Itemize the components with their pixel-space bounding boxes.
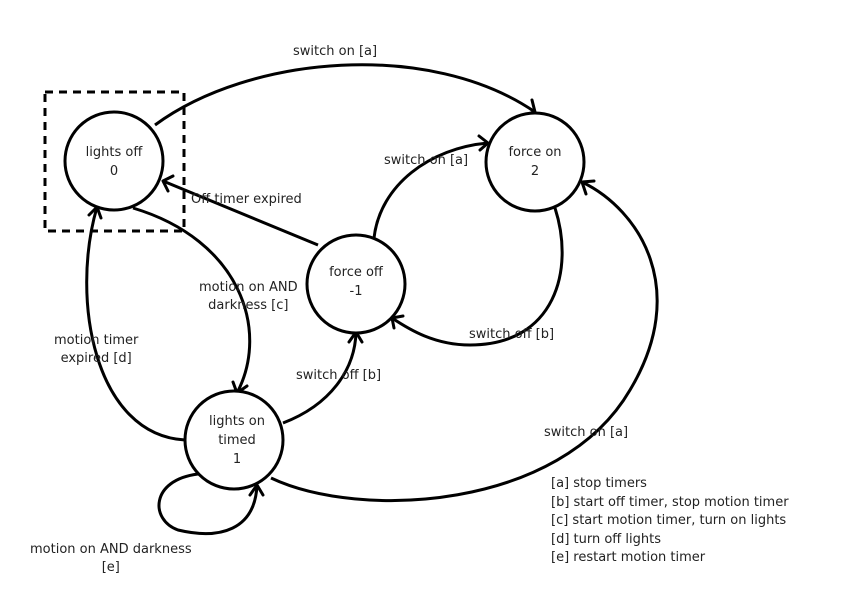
edge-lightson-to-forceoff xyxy=(282,331,358,425)
label-line: expired [d] xyxy=(60,351,132,366)
state-name: lights off xyxy=(85,145,143,160)
arrowhead-lightson-to-forceon xyxy=(580,179,596,196)
edge-forceoff-to-lightsoff xyxy=(162,179,319,247)
arrowhead-forceoff-to-lightsoff xyxy=(161,174,175,193)
edge-lightsoff-to-lightson xyxy=(132,206,252,394)
state-force-on xyxy=(484,111,586,213)
edge-label-lightson-to-forceoff: switch off [b] xyxy=(296,368,382,383)
arrowhead-lightson-self-loop xyxy=(248,483,265,497)
legend-item: [a] stop timers xyxy=(551,476,647,491)
state-force-on-label: force on 2 xyxy=(485,143,585,181)
state-lights-off-label: lights off 0 xyxy=(64,143,164,181)
label-line: [e] xyxy=(101,560,120,575)
edge-label-lightson-to-lightsoff: motion timer expired [d] xyxy=(54,332,138,368)
label-line: motion on AND xyxy=(199,280,298,295)
state-lights-off xyxy=(63,110,165,212)
edge-label-lightsoff-to-forceon: switch on [a] xyxy=(293,44,378,59)
arrowhead-forceoff-to-forceon xyxy=(477,134,490,152)
edge-lightson-self-loop xyxy=(157,472,259,536)
state-value: 1 xyxy=(232,452,242,467)
legend-item: [c] start motion timer, turn on lights xyxy=(551,513,787,528)
edge-lightson-to-forceon xyxy=(270,180,659,503)
state-name: force off xyxy=(329,265,383,280)
label-line: motion timer xyxy=(54,333,139,348)
edge-label-lightson-self-loop: motion on AND darkness [e] xyxy=(30,541,192,577)
state-lights-on-timed xyxy=(183,389,285,491)
label-line: motion on AND darkness xyxy=(30,542,192,557)
state-lights-on-timed-label: lights on timed 1 xyxy=(187,412,287,469)
state-force-off-label: force off -1 xyxy=(306,263,406,301)
legend-item: [e] restart motion timer xyxy=(551,550,706,565)
legend-item: [b] start off timer, stop motion timer xyxy=(551,494,789,510)
edge-label-forceoff-to-lightsoff: Off timer expired xyxy=(191,192,302,207)
edge-label-forceon-to-forceoff: switch off [b] xyxy=(469,327,555,342)
edge-forceon-to-forceoff xyxy=(391,207,564,347)
edge-label-lightsoff-to-lightson: motion on AND darkness [c] xyxy=(199,279,298,315)
state-value: 2 xyxy=(530,164,540,179)
legend-item: [d] turn off lights xyxy=(551,531,661,547)
edge-lightson-to-lightsoff xyxy=(85,206,186,442)
state-force-off xyxy=(305,233,407,335)
state-name-line2: timed xyxy=(218,433,256,448)
label-line: darkness [c] xyxy=(208,298,289,313)
edge-label-lightson-to-forceon: switch on [a] xyxy=(544,425,629,440)
action-legend: [a] stop timers [b] start off timer, sto… xyxy=(551,475,789,568)
edge-forceoff-to-forceon xyxy=(372,141,489,239)
state-value: 0 xyxy=(109,164,119,179)
state-name: lights on xyxy=(209,414,265,429)
edge-lightsoff-to-forceon xyxy=(154,63,536,127)
state-name: force on xyxy=(508,145,562,160)
edge-label-forceoff-to-forceon: switch on [a] xyxy=(384,153,469,168)
state-value: -1 xyxy=(349,284,363,299)
